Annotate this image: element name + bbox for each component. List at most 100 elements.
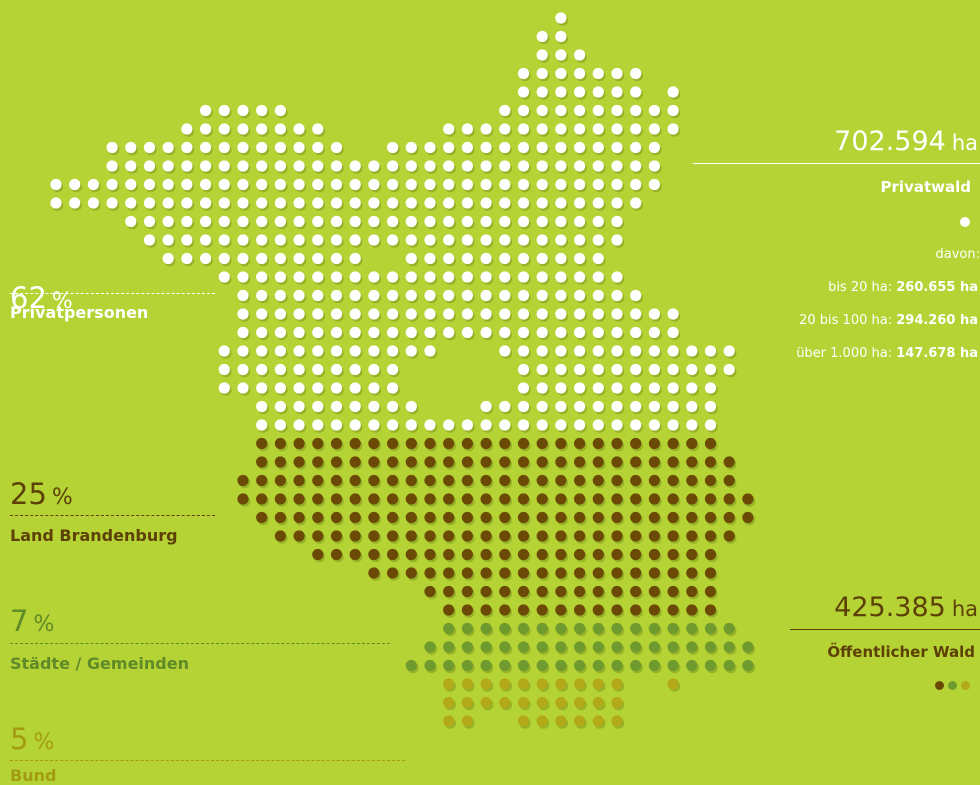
map-dot: [574, 511, 586, 524]
map-dot: [742, 641, 754, 653]
map-dot: [480, 678, 492, 690]
map-dot: [611, 567, 623, 579]
land-dot-icon: [935, 681, 944, 690]
map-dot: [592, 141, 604, 154]
map-dot: [686, 493, 698, 505]
map-dot: [555, 141, 567, 154]
map-dot: [480, 141, 492, 154]
map-dot: [499, 308, 511, 320]
map-dot: [218, 345, 230, 357]
map-dot: [499, 659, 511, 672]
map-dot: [330, 548, 343, 561]
map-dot: [274, 400, 286, 413]
map-dot: [274, 160, 286, 172]
map-dot: [293, 456, 305, 468]
map-dot: [536, 715, 548, 727]
map-dot: [536, 493, 548, 505]
map-dot: [555, 567, 567, 579]
map-dot: [405, 419, 417, 431]
map-dot: [274, 234, 286, 246]
map-dot: [611, 474, 623, 487]
map-dot: [704, 530, 717, 542]
map-dot: [387, 326, 399, 339]
map-dot: [461, 678, 473, 690]
map-dot: [387, 511, 399, 524]
map-dot: [330, 178, 343, 191]
map-dot: [611, 141, 623, 154]
map-dot: [536, 160, 548, 172]
map-dot: [461, 585, 473, 598]
map-dot: [330, 326, 343, 339]
map-dot: [536, 345, 548, 357]
map-dot: [256, 123, 268, 135]
map-dot: [443, 289, 455, 302]
map-dot: [555, 215, 567, 228]
legend-land: 25%: [10, 480, 73, 509]
map-dot: [293, 141, 305, 154]
map-dot: [555, 178, 567, 191]
map-dot: [405, 141, 417, 154]
map-dot: [611, 104, 623, 117]
map-dot: [480, 400, 492, 413]
map-dot: [387, 234, 399, 246]
map-dot: [574, 382, 586, 394]
map-dot: [461, 511, 473, 524]
map-dot: [443, 585, 455, 598]
map-dot: [517, 493, 530, 505]
map-dot: [405, 548, 417, 561]
map-dot: [237, 141, 249, 154]
map-dot: [611, 289, 623, 302]
map-dot: [704, 604, 717, 616]
map-dot: [574, 271, 586, 283]
map-dot: [611, 67, 623, 80]
map-dot: [181, 252, 193, 265]
map-dot: [704, 419, 717, 431]
oeffentlich-line: [790, 629, 980, 630]
map-dot: [686, 530, 698, 542]
map-dot: [499, 493, 511, 505]
map-dot: [611, 548, 623, 561]
map-dot: [723, 641, 735, 653]
map-dot: [461, 567, 473, 579]
map-dot: [592, 511, 604, 524]
map-dot: [162, 178, 174, 191]
map-dot: [536, 474, 548, 487]
map-dot: [293, 178, 305, 191]
map-dot: [480, 271, 492, 283]
map-dot: [312, 178, 324, 191]
map-dot: [461, 474, 473, 487]
map-dot: [368, 215, 380, 228]
map-dot: [667, 530, 679, 542]
map-dot: [517, 474, 530, 487]
map-dot: [574, 419, 586, 431]
map-dot: [536, 530, 548, 542]
map-dot: [387, 456, 399, 468]
map-dot: [387, 400, 399, 413]
map-dot: [237, 252, 249, 265]
map-dot: [443, 123, 455, 135]
map-dot: [648, 308, 661, 320]
map-dot: [330, 363, 343, 376]
map-dot: [517, 696, 530, 709]
map-dot: [424, 659, 436, 672]
map-dot: [667, 641, 679, 653]
map-dot: [461, 530, 473, 542]
legend-bund: 5%: [10, 725, 54, 754]
map-dot: [630, 86, 642, 98]
map-dot: [536, 456, 548, 468]
map-dot: [630, 67, 642, 80]
map-dot: [330, 493, 343, 505]
map-dot: [312, 252, 324, 265]
map-dot: [237, 234, 249, 246]
map-dot: [424, 289, 436, 302]
map-dot: [592, 400, 604, 413]
map-dot: [611, 215, 623, 228]
map-dot: [517, 400, 530, 413]
map-dot: [405, 659, 417, 672]
map-dot: [611, 234, 623, 246]
map-dot: [536, 622, 548, 635]
map-dot: [274, 363, 286, 376]
map-dot: [293, 437, 305, 450]
map-dot: [517, 160, 530, 172]
map-dot: [592, 382, 604, 394]
